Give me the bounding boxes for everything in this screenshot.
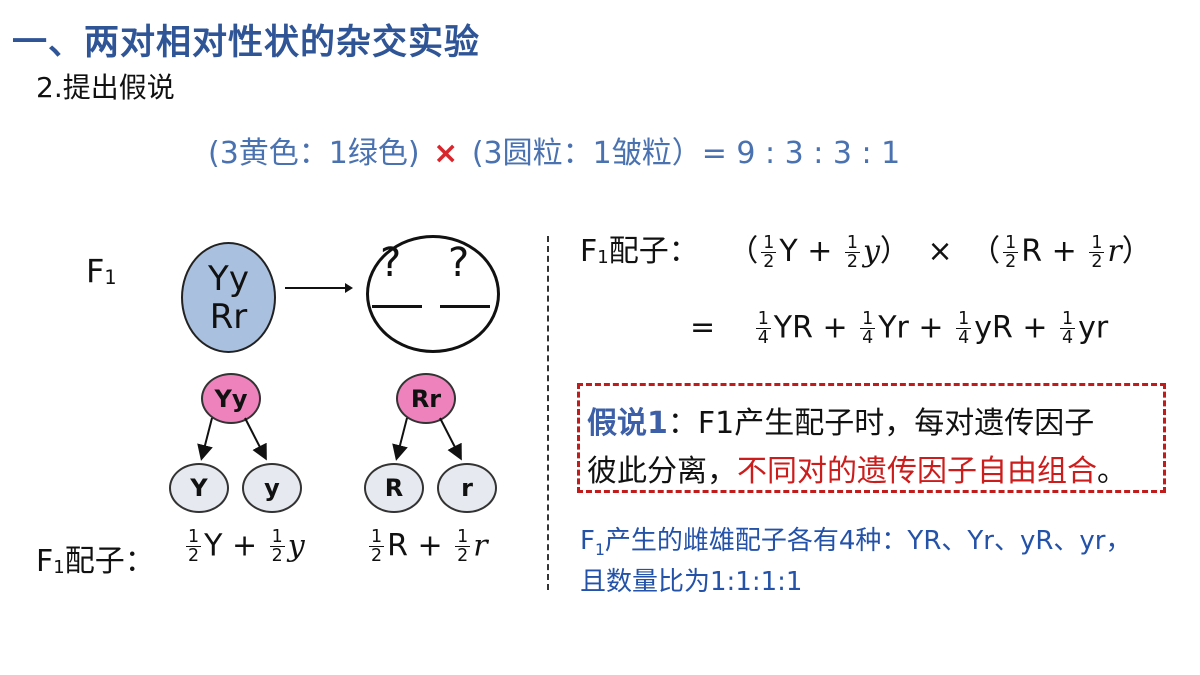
hypothesis-box [577,383,1166,493]
hypothesis-highlight: 不同对的遗传因子自由组合 [737,454,1097,489]
note-line1: F1产生的雌雄配子各有4种：YR、Yr、yR、yr， [580,526,1132,560]
pair1-parent-circle: Yy [201,373,261,424]
pair1-child2-circle: y [242,463,302,513]
cross-symbol: × [433,136,459,171]
f1-subscript: 1 [104,265,117,289]
pair1-parent-label: Yy [214,384,248,413]
gamete-question-circle [366,235,500,353]
pair2-child1-label: R [384,474,404,502]
hypothesis-label: 假说1 [587,406,668,441]
pair1-child2-label: y [264,474,280,502]
hypothesis-line1: 假说1：F1产生配子时，每对遗传因子 [587,406,1095,441]
dashed-divider [547,236,549,590]
ratio-right: (3圆粒：1皱粒）= 9 : 3 : 3 : 1 [471,136,901,171]
arrow-icon [244,417,267,461]
gamete-f: F [36,544,54,579]
f1-parent-circle: Yy Rr [181,242,276,353]
section-subtitle: 2.提出假说 [36,71,175,104]
question-mark-1: ? [380,240,402,286]
answer-blank-1 [372,305,422,308]
f1-letter: F [86,252,105,290]
hypothesis-line2: 彼此分离，不同对的遗传因子自由组合。 [587,454,1127,489]
arrow-icon [197,417,213,461]
arrow-right-icon [285,283,353,293]
pair1-child1-circle: Y [169,463,229,513]
ratio-left: (3黄色：1绿色) [208,136,420,171]
pair2-child1-circle: R [364,463,424,513]
f1-label: F1 [86,252,117,290]
parent-genotype-line1: Yy [208,258,249,299]
gamete-suffix: 配子： [64,544,155,579]
pair2-child2-label: r [461,474,473,502]
arrow-icon [392,417,408,461]
arrow-icon [439,417,462,461]
ratio-equation: (3黄色：1绿色) × (3圆粒：1皱粒）= 9 : 3 : 3 : 1 [208,128,900,172]
answer-blank-2 [440,305,490,308]
page-title: 一、两对相对性状的杂交实验 [12,23,481,63]
left-gamete-label: F1配子： [36,536,155,580]
pair1-child1-label: Y [190,474,208,502]
parent-genotype-line2: Rr [209,296,248,337]
gamete-sub: 1 [53,556,65,578]
pair2-parent-label: Rr [410,384,442,413]
pair2-child2-circle: r [437,463,497,513]
question-mark-2: ? [448,240,470,286]
pair2-parent-circle: Rr [396,373,456,424]
note-line2: 且数量比为1:1:1:1 [580,567,803,597]
